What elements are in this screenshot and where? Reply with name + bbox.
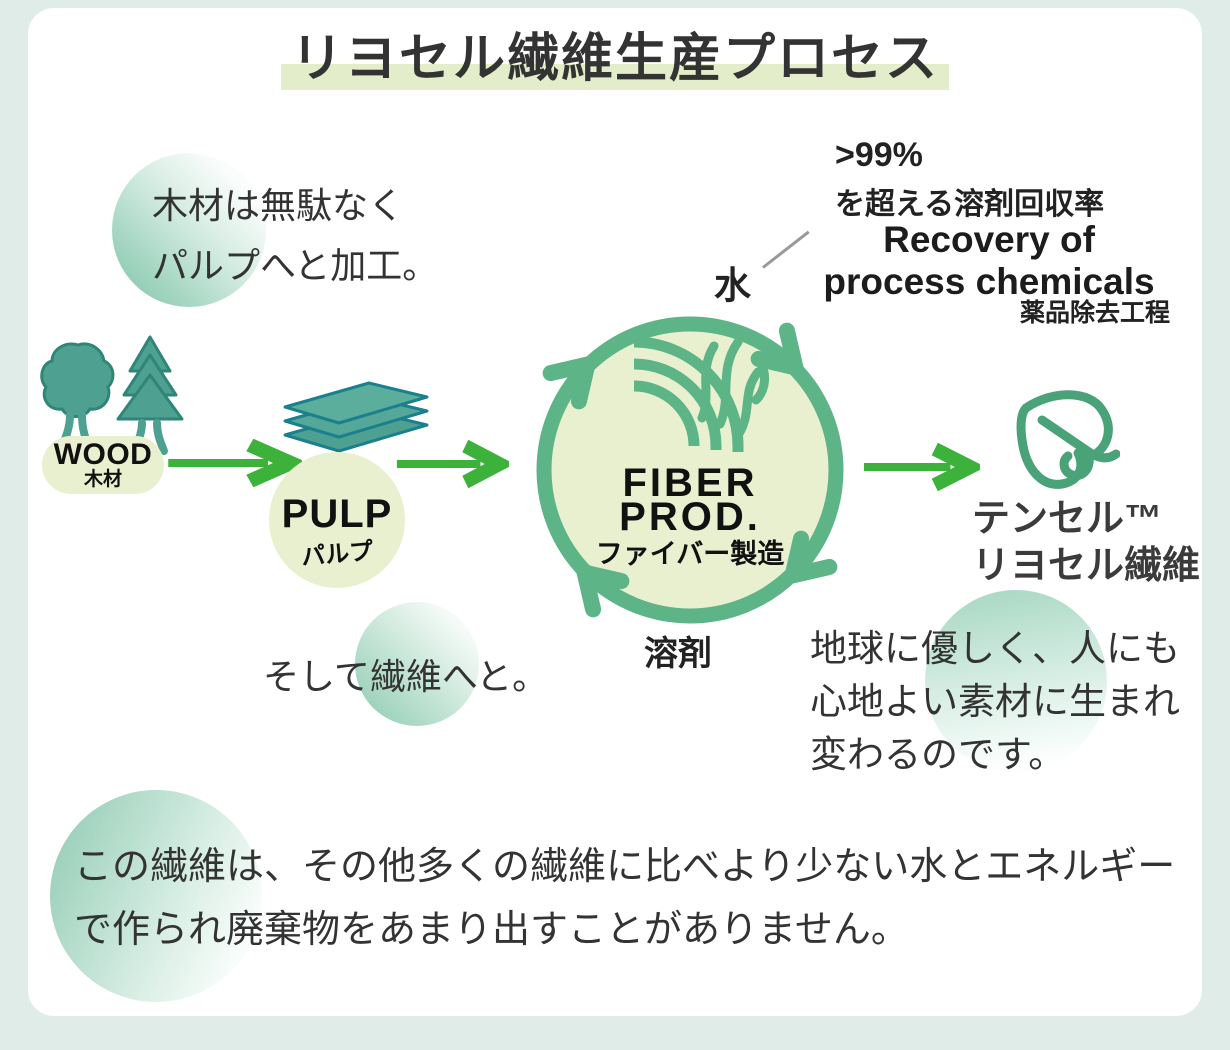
cycle-arrows-icon [536,316,844,624]
recovery-en-line-1: Recovery of [883,219,1095,260]
page-title-wrap: リヨセル繊維生産プロセス [0,28,1230,90]
solvent-label: 溶剤 [644,635,712,673]
recovery-english-label: Recovery of process chemicals [790,219,1188,303]
pulp-sheets-icon [283,381,429,453]
footer-note-line-1: この繊維は、その他多くの繊維に比べより少ない水とエネルギー [74,846,1176,888]
wood-note-line-2: パルプへと加工。 [152,245,439,286]
trees-icon [40,335,184,455]
reborn-note-line-3: 変わるのです。 [810,734,1066,775]
tencel-leaf-icon [1016,390,1120,489]
accent-circle-middle [355,602,479,726]
reborn-note-line-1: 地球に優しく、人にも [810,628,1180,669]
wood-processing-note: 木材は無駄なく パルプへと加工。 [152,176,438,296]
fiber-label-en-1: FIBER [622,461,758,505]
recovery-en-line-2: process chemicals [823,261,1155,302]
pulp-label-jp: パルプ [300,537,375,572]
flow-arrow-fiber-to-product [863,442,980,492]
stage-fiber-label: FIBER PROD. ファイバー製造 [565,461,815,569]
product-label-line-2: リヨセル繊維 [972,545,1201,587]
flow-arrow-wood-to-pulp [168,438,302,488]
recovery-process-label: 薬品除去工程 [1019,299,1170,327]
footer-note-line-2: で作られ廃棄物をあまり出すことがありません。 [74,909,909,951]
pulp-label-en: PULP [281,492,393,536]
fiber-label-jp: ファイバー製造 [595,539,785,569]
water-label: 水 [714,265,751,306]
stage-pulp-label: PULP パルプ [257,492,417,572]
reborn-note-line-2: 心地よい素材に生まれ [810,681,1180,722]
footer-note: この繊維は、その他多くの繊維に比べより少ない水とエネルギー で作られ廃棄物をあま… [74,836,1175,962]
fiber-strands-icon [633,336,769,452]
accent-circle-bottom [50,790,262,1002]
stage-pulp-bubble [269,452,405,588]
product-label-line-1: テンセル™ [972,498,1163,540]
recovery-percent: >99% [835,136,923,174]
page-title: リヨセル繊維生産プロセス [280,28,949,90]
recovery-rate-label: を超える溶剤回収率 [835,188,1105,221]
accent-circle-right [925,590,1107,772]
wood-label-en: WOOD [53,438,153,471]
reborn-note: 地球に優しく、人にも 心地よい素材に生まれ 変わるのです。 [810,622,1180,781]
wood-label-jp: 木材 [83,469,122,490]
wood-note-line-1: 木材は無駄なく [152,185,405,226]
stage-product-label: テンセル™ リヨセル繊維 [972,496,1200,590]
flow-arrow-pulp-to-fiber [396,439,509,489]
fiber-label-en-2: PROD. [619,495,761,539]
fiber-note: そして繊維へと。 [263,656,549,697]
accent-circle-top-left [112,153,266,307]
stage-wood-label: WOOD 木材 [42,436,164,494]
